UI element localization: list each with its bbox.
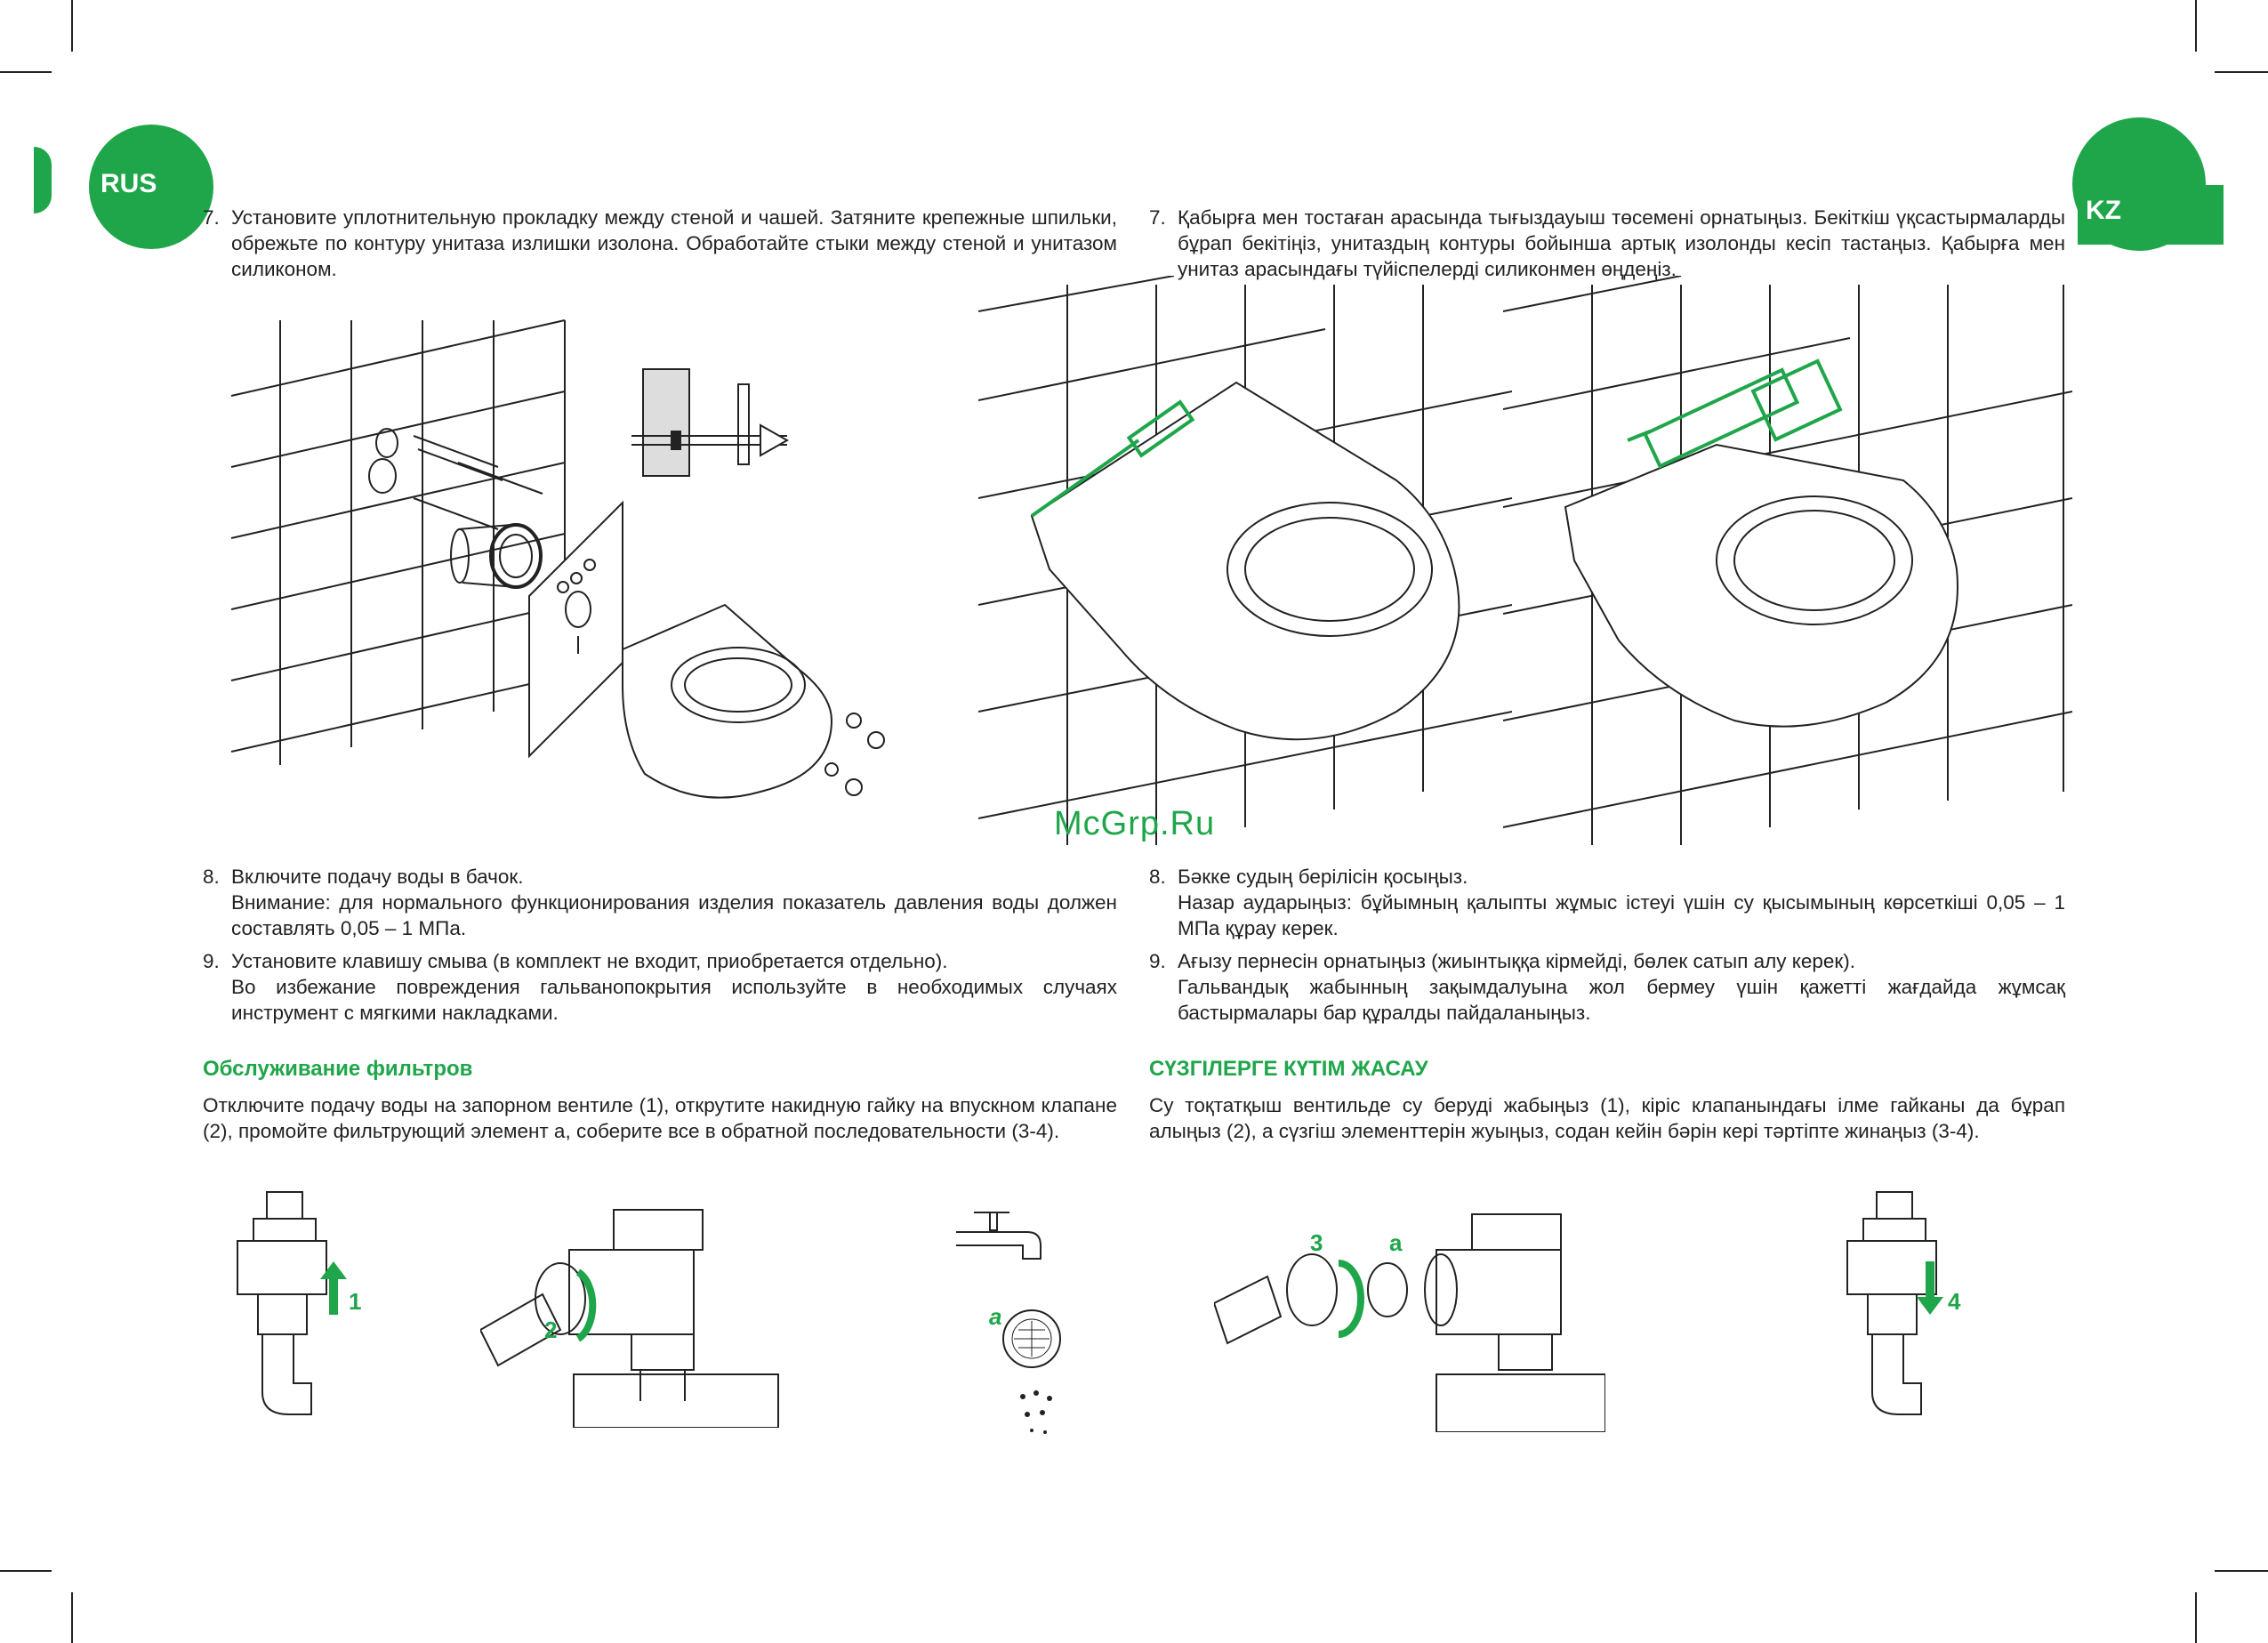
filter-element-a-label: a — [989, 1303, 1002, 1330]
rus-step-9: 9. Установите клавишу смыва (в комплект … — [203, 948, 1117, 1026]
filter-step-1-label: 1 — [349, 1288, 362, 1315]
language-badge-rus — [89, 125, 213, 249]
rus-step-8-line-1: Включите подачу воды в бачок. — [231, 866, 524, 888]
kz-step-7-number: 7. — [1149, 206, 1166, 229]
crop-mark — [2215, 71, 2268, 73]
filter-step-3-label: 3 — [1310, 1229, 1323, 1256]
kz-step-8-number: 8. — [1149, 866, 1166, 888]
filter-step-4-label: 4 — [1948, 1288, 1961, 1315]
rus-step-8-number: 8. — [203, 866, 220, 888]
crop-mark — [2195, 1592, 2197, 1643]
rus-filters-text: Отключите подачу воды на запорном вентил… — [203, 1094, 1117, 1142]
inlet-valve-illustration — [480, 1209, 779, 1428]
watermark: McGrp.Ru — [1054, 805, 1216, 842]
crop-mark — [71, 0, 73, 52]
crop-mark — [2195, 0, 2197, 52]
rus-step-7: 7. Установите уплотнительную прокладку м… — [203, 205, 1117, 282]
language-badge-kz-label: KZ — [2086, 196, 2121, 225]
filter-element-illustration — [1002, 1309, 1061, 1368]
rus-step-7-number: 7. — [203, 206, 220, 229]
kz-step-8-line-1: Бәкке судың берілісін қосыңыз. — [1178, 866, 1468, 888]
rus-filters-heading: Обслуживание фильтров — [203, 1057, 473, 1081]
rus-step-8: 8. Включите подачу воды в бачок. Внимани… — [203, 864, 1117, 941]
rus-step-7-text: Установите уплотнительную прокладку межд… — [231, 206, 1117, 280]
language-badge-rus-label: RUS — [101, 169, 157, 198]
water-drops-icon — [1020, 1390, 1052, 1434]
shutoff-valve-illustration — [237, 1191, 327, 1415]
kz-step-9-line-1: Ағызу пернесін орнатыңыз (жиынтыққа кірм… — [1178, 950, 1856, 972]
silicone-sealing-illustration — [978, 276, 1512, 845]
rus-step-9-line-1: Установите клавишу смыва (в комплект не … — [231, 950, 948, 972]
rus-step-9-number: 9. — [203, 950, 220, 972]
arrow-up-icon — [320, 1261, 347, 1315]
crop-mark — [71, 1592, 73, 1643]
filter-step-2-label: 2 — [544, 1317, 558, 1343]
rus-step-9-line-2: Во избежание повреждения гальванопокрыти… — [231, 976, 1117, 1024]
kz-filters-heading: СҮЗГІЛЕРГЕ КҮТІМ ЖАСАУ — [1149, 1057, 1428, 1081]
silicone-gun-illustration — [1503, 276, 2072, 845]
kz-step-9-number: 9. — [1149, 950, 1166, 972]
language-tab-kz — [2078, 185, 2224, 245]
kz-step-9: 9. Ағызу пернесін орнатыңыз (жиынтыққа к… — [1149, 948, 2065, 1026]
page-edge-tab — [34, 147, 52, 213]
crop-mark — [0, 1570, 52, 1572]
shutoff-valve-open-illustration — [1846, 1191, 1937, 1415]
crop-mark — [2215, 1570, 2268, 1572]
kz-step-9-line-2: Гальвандық жабынның зақымдалуына жол бер… — [1178, 976, 2065, 1024]
kz-step-8-line-2: Назар аударыңыз: бұйымның қалыпты жұмыс … — [1178, 891, 2065, 939]
filter-reassembly-illustration — [1214, 1213, 1605, 1432]
kz-step-7: 7. Қабырға мен тостаған арасында тығызда… — [1149, 205, 2065, 282]
mounting-exploded-illustration — [230, 319, 885, 799]
kz-filters-text: Су тоқтатқыш вентильде су беруді жабыңыз… — [1149, 1094, 2065, 1142]
rus-step-8-line-2: Внимание: для нормального функционирован… — [231, 891, 1117, 939]
faucet-icon — [956, 1212, 1042, 1260]
arrow-down-icon — [1917, 1261, 1943, 1315]
kz-step-7-text: Қабырға мен тостаған арасында тығыздауыш… — [1178, 206, 2065, 280]
kz-step-8: 8. Бәкке судың берілісін қосыңыз. Назар … — [1149, 864, 2065, 941]
filter-element-a-label-2: a — [1389, 1229, 1403, 1256]
crop-mark — [0, 71, 52, 73]
